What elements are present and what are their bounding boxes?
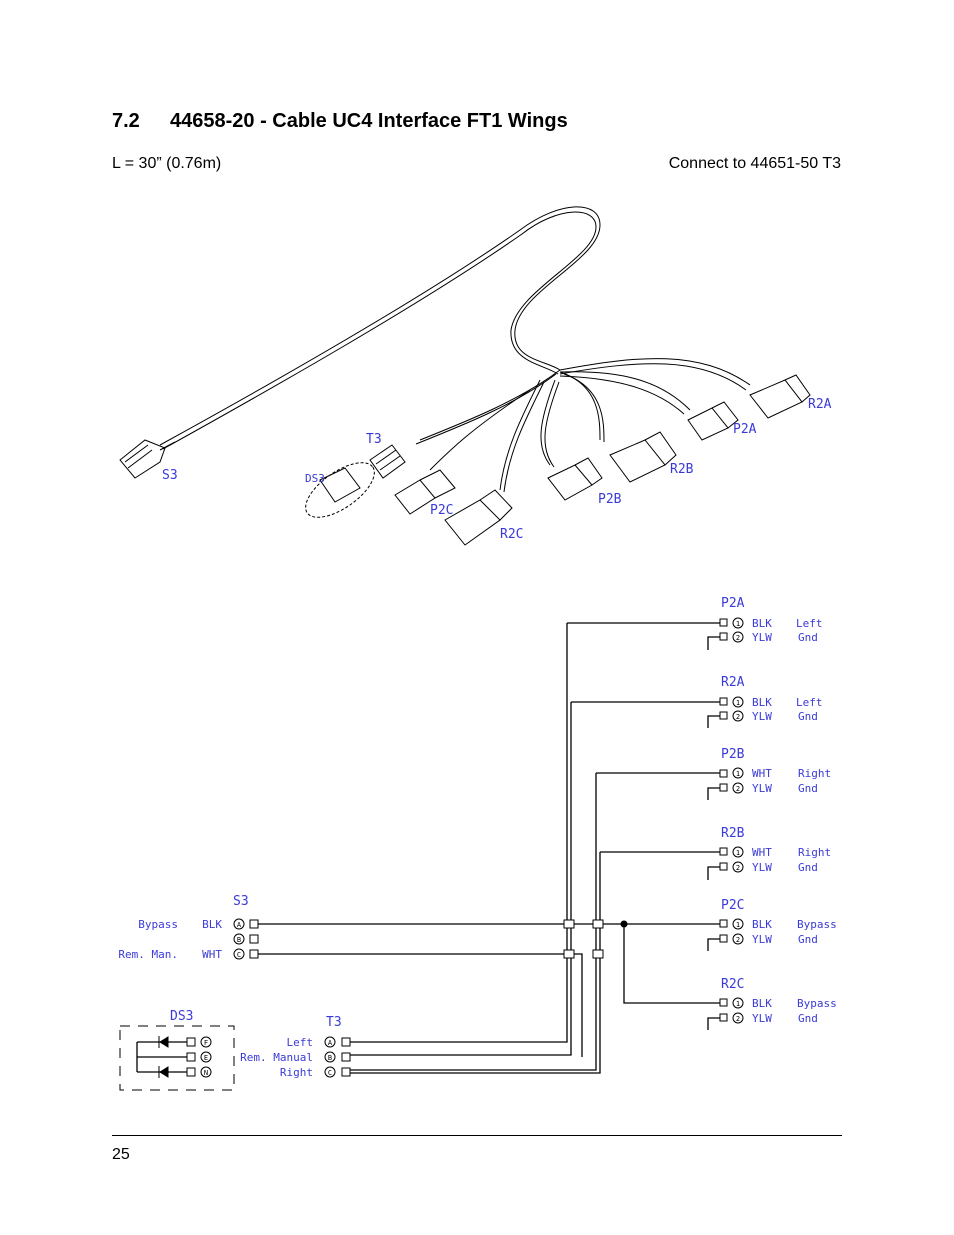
wire-r2a-2: YLW xyxy=(752,710,772,723)
wire-p2a-2: YLW xyxy=(752,631,772,644)
page-number: 25 xyxy=(112,1146,130,1163)
ds3-diodes xyxy=(158,1036,169,1078)
t3-signal-c: Right xyxy=(280,1066,313,1079)
conn-name-r2c: R2C xyxy=(721,977,744,992)
wire-r2b-2: YLW xyxy=(752,861,772,874)
pin-id: 1 xyxy=(736,620,740,628)
pin-ids: 1 2 1 2 1 2 1 2 1 2 1 2 A B C A B C F E … xyxy=(204,620,740,1077)
wire-crossings xyxy=(563,919,604,959)
signal-r2b-2: Gnd xyxy=(798,861,818,874)
s3-labels: S3 Bypass BLK Rem. Man. WHT xyxy=(118,894,248,961)
signal-r2c-1: Bypass xyxy=(797,997,837,1010)
pin-id: 2 xyxy=(736,864,740,872)
wire-r2a-1: BLK xyxy=(752,696,772,709)
section-heading: 7.2 44658-20 - Cable UC4 Interface FT1 Wi… xyxy=(112,110,568,133)
cable-length: L = 30” (0.76m) xyxy=(112,155,222,172)
s3-signal-c: Rem. Man. xyxy=(118,948,178,961)
pin-id: N xyxy=(204,1069,208,1077)
footer-divider xyxy=(112,1135,842,1136)
wire-r2c-1: BLK xyxy=(752,997,772,1010)
pin-id: C xyxy=(328,1069,332,1077)
right-connector-pins xyxy=(719,617,744,1024)
pin-id: 2 xyxy=(736,1015,740,1023)
label-p2b: P2B xyxy=(598,492,622,507)
label-t3: T3 xyxy=(366,432,382,447)
pin-id: C xyxy=(237,951,241,959)
right-connector-labels: P2A BLK Left YLW Gnd R2A BLK Left YLW Gn… xyxy=(721,596,837,1025)
t3-pins xyxy=(324,1036,351,1078)
section-number: 7.2 xyxy=(112,110,140,132)
pin-id: A xyxy=(328,1039,333,1047)
s3-wire-a: BLK xyxy=(202,918,222,931)
s3-wire-c: WHT xyxy=(202,948,222,961)
s3-signal-a: Bypass xyxy=(138,918,178,931)
cable-illustration xyxy=(119,206,811,546)
signal-p2a-1: Left xyxy=(796,617,823,630)
conn-name-t3: T3 xyxy=(326,1015,342,1030)
conn-name-r2b: R2B xyxy=(721,826,745,841)
conn-name-p2a: P2A xyxy=(721,596,745,611)
signal-p2c-2: Gnd xyxy=(798,933,818,946)
pin-id: 1 xyxy=(736,921,740,929)
pin-id: A xyxy=(237,921,242,929)
signal-p2b-1: Right xyxy=(798,767,831,780)
wire-p2c-1: BLK xyxy=(752,918,772,931)
conn-name-r2a: R2A xyxy=(721,675,745,690)
schematic-wiring xyxy=(136,622,722,1074)
pin-id: E xyxy=(204,1054,208,1062)
signal-r2c-2: Gnd xyxy=(798,1012,818,1025)
conn-name-p2b: P2B xyxy=(721,747,745,762)
pin-id: 2 xyxy=(736,634,740,642)
signal-p2a-2: Gnd xyxy=(798,631,818,644)
signal-p2b-2: Gnd xyxy=(798,782,818,795)
ds3-box xyxy=(119,1025,235,1091)
pin-id: 1 xyxy=(736,770,740,778)
signal-r2a-2: Gnd xyxy=(798,710,818,723)
signal-r2b-1: Right xyxy=(798,846,831,859)
label-r2b: R2B xyxy=(670,462,694,477)
pin-id: F xyxy=(204,1039,208,1047)
signal-r2a-1: Left xyxy=(796,696,823,709)
signal-p2c-1: Bypass xyxy=(797,918,837,931)
wire-p2c-2: YLW xyxy=(752,933,772,946)
pin-id: 2 xyxy=(736,785,740,793)
label-r2c: R2C xyxy=(500,527,523,542)
pin-id: 1 xyxy=(736,699,740,707)
label-p2a: P2A xyxy=(733,422,757,437)
label-p2c: P2C xyxy=(430,503,453,518)
wire-p2a-1: BLK xyxy=(752,617,772,630)
pin-id: 2 xyxy=(736,713,740,721)
wire-r2c-2: YLW xyxy=(752,1012,772,1025)
junction-dot xyxy=(620,920,628,928)
t3-signal-b: Rem. Manual xyxy=(240,1051,313,1064)
wire-p2b-1: WHT xyxy=(752,767,772,780)
conn-name-s3: S3 xyxy=(233,894,249,909)
pin-id: B xyxy=(237,936,241,944)
section-title: 44658-20 - Cable UC4 Interface FT1 Wings xyxy=(170,110,568,132)
conn-name-ds3: DS3 xyxy=(170,1009,193,1024)
label-s3: S3 xyxy=(162,468,178,483)
pin-id: 1 xyxy=(736,1000,740,1008)
t3-labels: T3 Left Rem. Manual Right xyxy=(240,1015,342,1079)
s3-pins xyxy=(233,918,259,960)
label-ds3: DS3 xyxy=(305,472,325,485)
connect-to-note: Connect to 44651-50 T3 xyxy=(668,155,841,172)
label-r2a: R2A xyxy=(808,397,832,412)
ds3-pins xyxy=(186,1036,212,1078)
t3-signal-a: Left xyxy=(287,1036,314,1049)
wire-p2b-2: YLW xyxy=(752,782,772,795)
pin-id: 1 xyxy=(736,849,740,857)
wire-r2b-1: WHT xyxy=(752,846,772,859)
pin-id: 2 xyxy=(736,936,740,944)
illustration-labels: S3 T3 DS3 P2C R2C P2B R2B P2A R2A xyxy=(162,397,832,542)
pin-id: B xyxy=(328,1054,332,1062)
conn-name-p2c: P2C xyxy=(721,898,744,913)
